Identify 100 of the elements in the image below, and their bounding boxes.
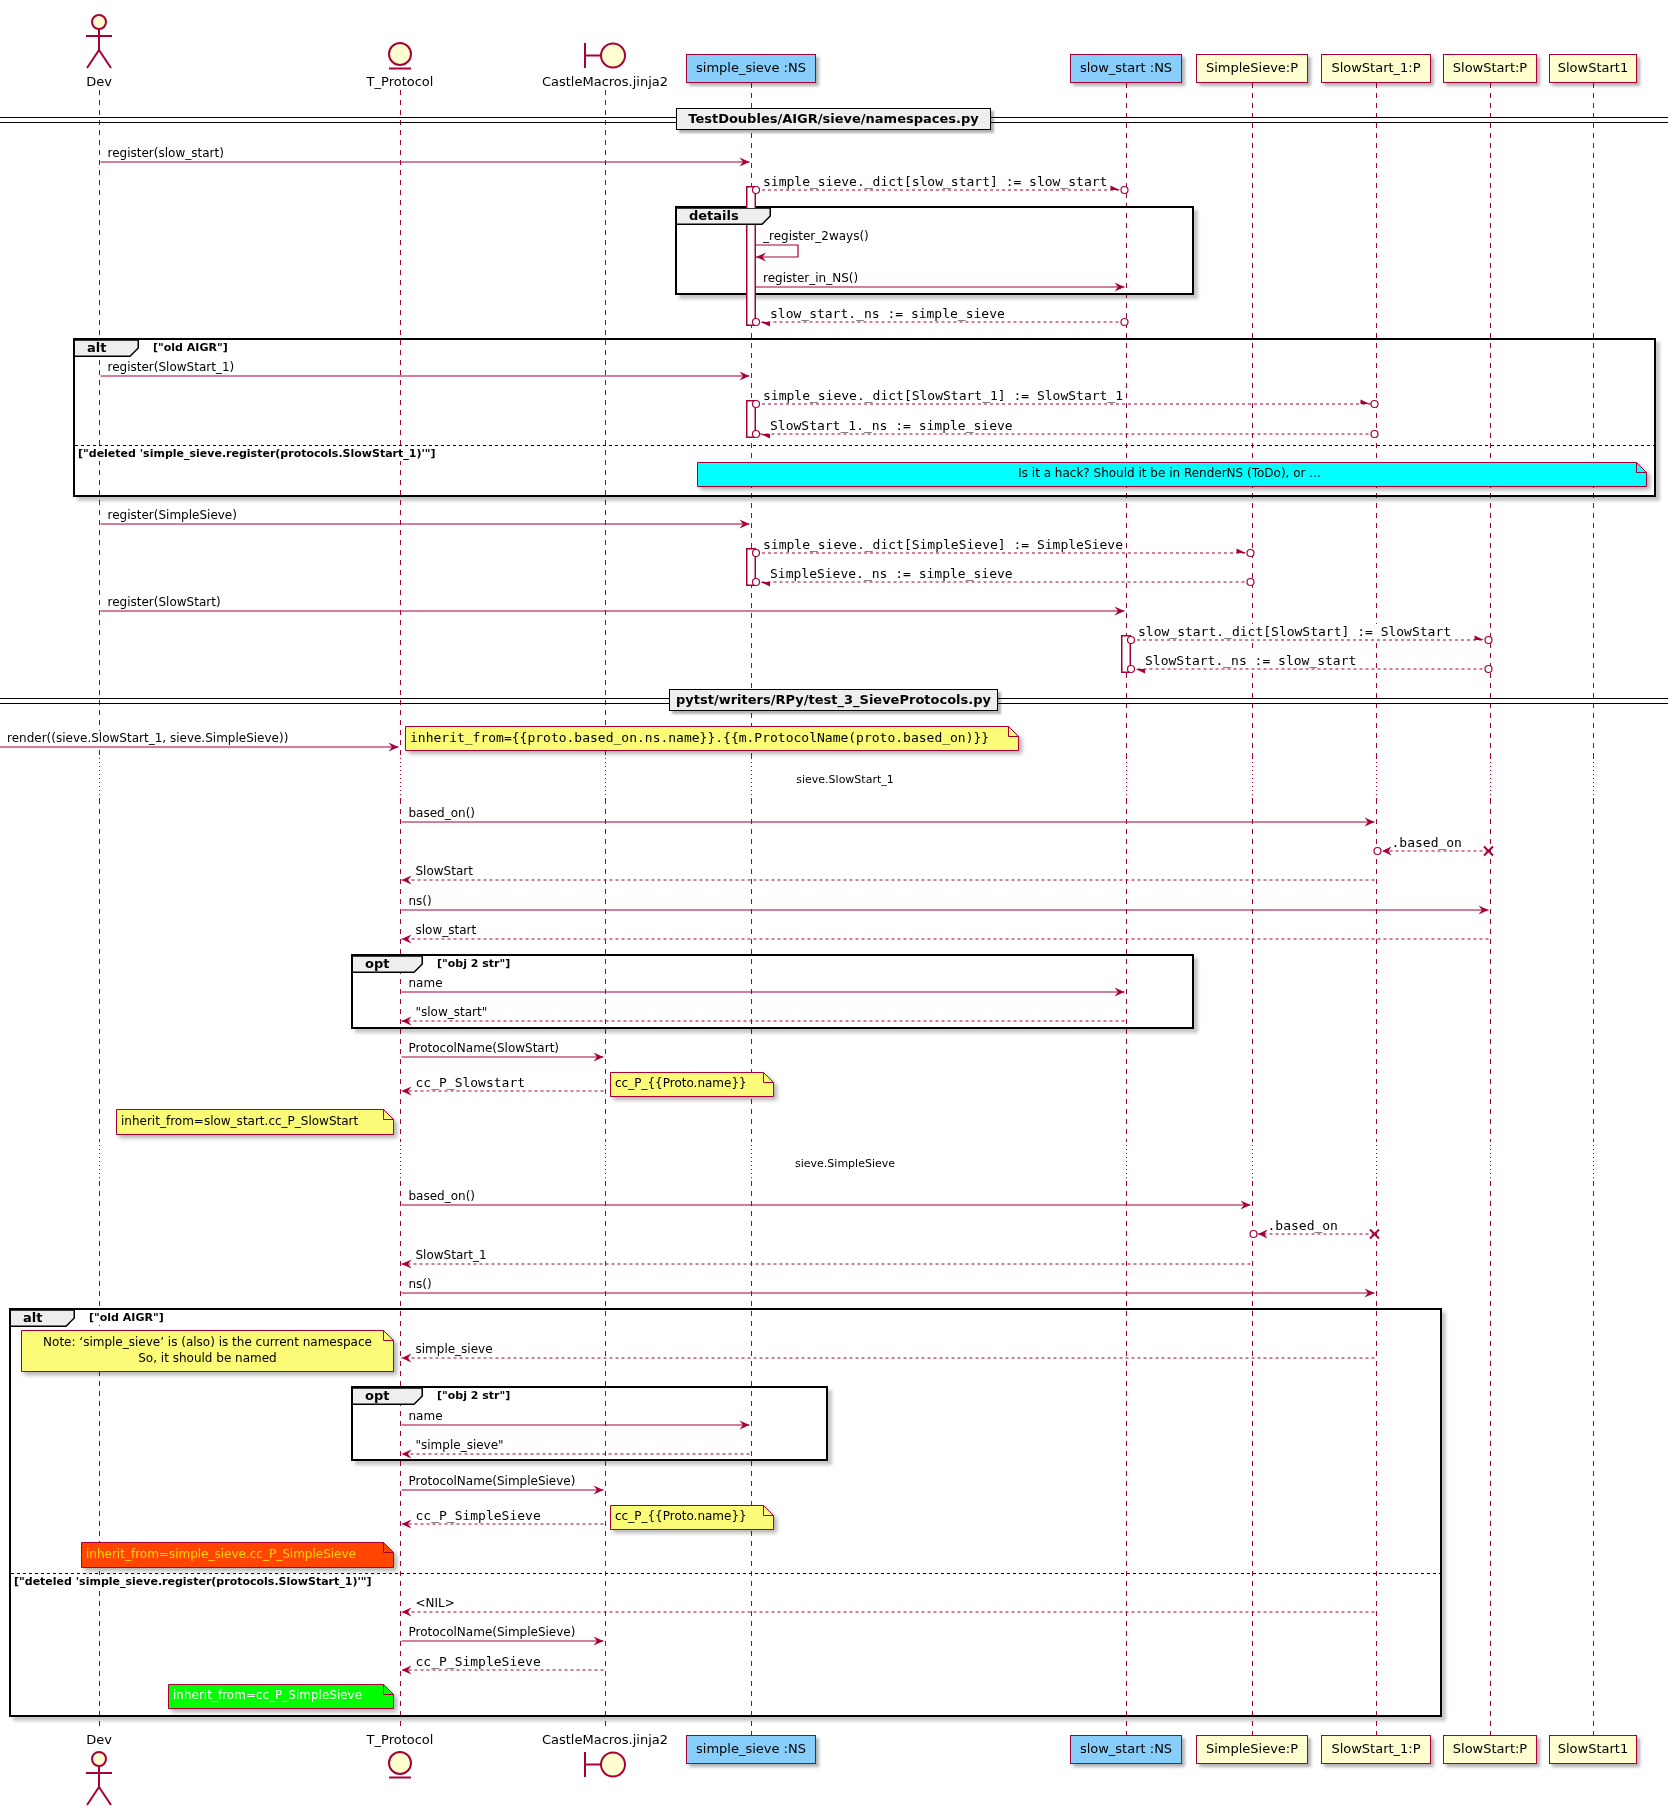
participant-box: SlowStart_1:P xyxy=(1321,1735,1431,1764)
guard-condition: ["obj 2 str"] xyxy=(437,957,511,971)
message-label: slow_start._dict[SlowStart] := SlowStart xyxy=(1138,624,1452,639)
fragment-operator: alt xyxy=(75,340,139,357)
message-label: render((sieve.SlowStart_1, sieve.SimpleSieve)) xyxy=(7,731,289,746)
message-label: SlowStart_1._ns := simple_sieve xyxy=(770,418,1013,433)
message-label: simple_sieve xyxy=(415,1342,493,1357)
message-arrow xyxy=(400,1200,1252,1210)
lifeline xyxy=(1591,83,1595,1735)
message-label: SlowStart._ns := slow_start xyxy=(1145,653,1357,668)
message-arrow xyxy=(751,547,1255,558)
participant-box: SlowStart:P xyxy=(1443,1735,1537,1764)
guard-condition: ["obj 2 str"] xyxy=(437,1389,511,1403)
message-arrow xyxy=(400,1086,605,1096)
message-arrow xyxy=(1373,845,1494,857)
self-message-arrow xyxy=(755,244,799,262)
message-arrow xyxy=(751,184,1129,195)
message-label: ProtocolName(SimpleSieve) xyxy=(408,1474,576,1489)
participant-box: SlowStart1 xyxy=(1549,1735,1637,1764)
message-arrow xyxy=(0,742,400,752)
fragment-operator: alt xyxy=(11,1310,75,1327)
message-label: register(SlowStart_1) xyxy=(107,360,235,375)
message-arrow xyxy=(400,1288,1376,1298)
message-label: slow_start._ns := simple_sieve xyxy=(770,306,1005,321)
message-label: _register_2ways() xyxy=(763,229,869,244)
message-arrow xyxy=(755,282,1126,292)
message-arrow xyxy=(400,1449,751,1459)
divider-label: pytst/writers/RPy/test_3_SieveProtocols.py xyxy=(669,689,998,711)
message-label: SlowStart_1 xyxy=(415,1248,487,1263)
message-label: ns() xyxy=(408,894,432,909)
participant-name: CastleMacros.jinja2 xyxy=(541,73,669,90)
message-label: ProtocolName(SlowStart) xyxy=(408,1041,560,1056)
participant-box: SlowStart:P xyxy=(1443,54,1537,83)
message-arrow xyxy=(400,905,1490,915)
fragment-operator: opt xyxy=(353,956,423,973)
guard-condition: ["deleted 'simple_sieve.register(protocols.SlowStart_1)'"] xyxy=(78,447,436,461)
note: inherit_from={{proto.based_on.ns.name}}.{{m.ProtocolName(proto.based_on)}} xyxy=(405,726,1019,751)
activation-bar xyxy=(746,400,756,438)
delay-label: sieve.SimpleSieve xyxy=(795,1157,895,1171)
activation-bar xyxy=(1121,635,1131,673)
message-label: simple_sieve._dict[SimpleSieve] := SimpleSieve xyxy=(763,537,1124,552)
message-arrow xyxy=(400,1353,1376,1363)
message-label: .based_on xyxy=(1267,1218,1338,1233)
fragment-operator: details xyxy=(677,208,771,225)
message-label: ProtocolName(SimpleSieve) xyxy=(408,1625,576,1640)
message-label: register(SimpleSieve) xyxy=(107,508,237,523)
message-arrow xyxy=(1126,634,1493,645)
message-label: SimpleSieve._ns := simple_sieve xyxy=(770,566,1013,581)
message-arrow xyxy=(99,371,751,381)
message-label: simple_sieve._dict[slow_start] := slow_start xyxy=(763,174,1108,189)
guard-condition: ["old AIGR"] xyxy=(153,341,228,355)
fragment-frame xyxy=(675,206,1194,295)
message-arrow xyxy=(400,1259,1252,1269)
message-arrow xyxy=(751,429,1379,440)
participant-name: CastleMacros.jinja2 xyxy=(541,1731,669,1748)
message-arrow xyxy=(99,606,1126,616)
message-arrow xyxy=(400,1052,605,1062)
note: Note: ‘simple_sieve’ is (also) is the current namespace So, it should be named xyxy=(21,1330,394,1372)
message-arrow xyxy=(400,1420,751,1430)
message-label: simple_sieve._dict[SlowStart_1] := SlowStart_1 xyxy=(763,388,1124,403)
participant-box: simple_sieve :NS xyxy=(686,54,816,83)
message-arrow xyxy=(400,817,1376,827)
fragment-operator: opt xyxy=(353,1388,423,1405)
section-divider xyxy=(0,108,1668,132)
message-label: slow_start xyxy=(415,923,477,938)
message-label: register_in_NS() xyxy=(763,271,859,286)
message-arrow xyxy=(1126,664,1493,675)
note: cc_P_{{Proto.name}} xyxy=(610,1072,774,1097)
fragment-frame xyxy=(351,954,1194,1029)
guard-condition: ["old AIGR"] xyxy=(89,1311,164,1325)
fragment-frame xyxy=(73,338,1656,497)
participant-box: SlowStart_1:P xyxy=(1321,54,1431,83)
participant-box: SimpleSieve:P xyxy=(1196,1735,1308,1764)
lifeline xyxy=(1488,83,1492,1735)
message-arrow xyxy=(1249,1228,1380,1240)
note: inherit_from=simple_sieve.cc_P_SimpleSieve xyxy=(81,1542,394,1568)
lifeline xyxy=(1374,83,1378,1735)
note: Is it a hack? Should it be in RenderNS (ToDo), or ... xyxy=(697,462,1647,487)
participant-box: slow_start :NS xyxy=(1070,54,1182,83)
guard-condition: ["deteled 'simple_sieve.register(protocols.SlowStart_1)'"] xyxy=(14,1575,372,1589)
message-label: based_on() xyxy=(408,1189,476,1204)
message-label: cc_P_SimpleSieve xyxy=(415,1654,541,1669)
message-arrow xyxy=(400,1665,605,1675)
divider-label: TestDoubles/AIGR/sieve/namespaces.py xyxy=(676,108,991,130)
message-arrow xyxy=(99,519,751,529)
note: inherit_from=slow_start.cc_P_SlowStart xyxy=(116,1109,394,1135)
message-arrow xyxy=(751,317,1129,328)
message-arrow xyxy=(400,1016,1126,1026)
participant-box: SlowStart1 xyxy=(1549,54,1637,83)
note: inherit_from=cc_P_SimpleSieve xyxy=(168,1684,394,1709)
message-label: cc_P_Slowstart xyxy=(415,1075,526,1090)
activation-bar xyxy=(746,548,756,586)
participant-name: T_Protocol xyxy=(366,73,434,90)
message-arrow xyxy=(400,987,1126,997)
message-arrow xyxy=(400,1607,1376,1617)
message-arrow xyxy=(751,577,1255,588)
message-arrow xyxy=(99,157,751,167)
message-arrow xyxy=(400,1636,605,1646)
participant-box: SimpleSieve:P xyxy=(1196,54,1308,83)
message-arrow xyxy=(400,875,1376,885)
